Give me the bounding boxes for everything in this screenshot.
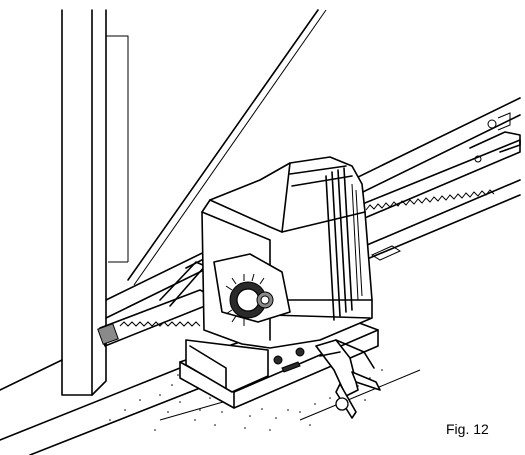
gate-diagonal-brace-edge <box>133 9 327 286</box>
toothed-rack-right <box>359 131 521 263</box>
rail-slot-details <box>474 112 511 163</box>
motor-housing <box>201 156 373 349</box>
rack-bracket-left <box>97 323 119 345</box>
toothed-rack-left <box>97 261 221 347</box>
gate-pillar <box>61 9 129 396</box>
release-lever <box>315 339 381 419</box>
pinion-gear <box>225 273 274 326</box>
base-bolts <box>273 347 305 373</box>
gate-diagonal-brace <box>127 9 319 281</box>
figure-caption: Fig. 12 <box>446 421 489 437</box>
